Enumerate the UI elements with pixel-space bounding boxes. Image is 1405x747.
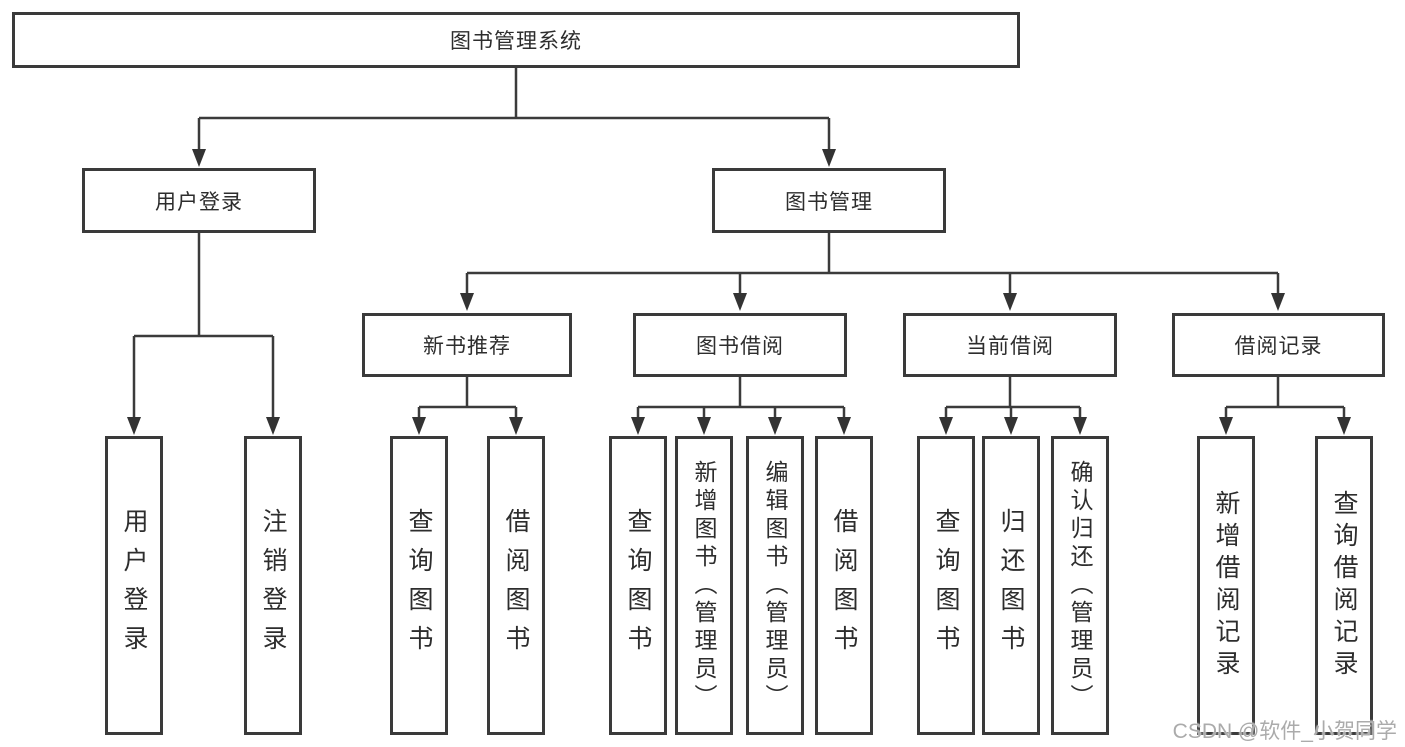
- node-label: 图书管理系统: [450, 30, 582, 53]
- node-label: 归还图书: [997, 507, 1025, 664]
- node-label: 借阅图书: [502, 507, 530, 664]
- node-label: 查询图书: [405, 507, 433, 664]
- node-label: 图书管理: [785, 190, 873, 214]
- node-label: 当前借阅: [966, 335, 1054, 358]
- leaf-logout: 注销登录: [244, 436, 302, 735]
- leaf-borrow-book-recommend: 借阅图书: [487, 436, 545, 735]
- node-label: 用户登录: [155, 190, 243, 214]
- arrowheads: [127, 149, 1351, 435]
- leaf-add-borrow-record: 新增借阅记录: [1197, 436, 1255, 735]
- leaf-query-book-recommend: 查询图书: [390, 436, 448, 735]
- node-label: 图书借阅: [696, 335, 784, 358]
- node-label: 新增借阅记录: [1212, 489, 1240, 682]
- leaf-edit-book-admin: 编辑图书（管理员）: [746, 436, 804, 735]
- leaf-return-book: 归还图书: [982, 436, 1040, 735]
- node-label: 编辑图书（管理员）: [762, 459, 788, 712]
- leaf-borrow-book-borrow: 借阅图书: [815, 436, 873, 735]
- node-book-management: 图书管理: [712, 168, 946, 233]
- node-label: 借阅图书: [830, 507, 858, 664]
- leaf-query-book-current: 查询图书: [917, 436, 975, 735]
- node-label: 新增图书（管理员）: [691, 459, 717, 712]
- node-library-system: 图书管理系统: [12, 12, 1020, 68]
- leaf-user-login: 用户登录: [105, 436, 163, 735]
- node-borrow-record: 借阅记录: [1172, 313, 1385, 377]
- node-label: 查询图书: [932, 507, 960, 664]
- node-label: 查询图书: [624, 507, 652, 664]
- node-label: 注销登录: [259, 507, 287, 664]
- node-new-book-recommend: 新书推荐: [362, 313, 572, 377]
- node-label: 查询借阅记录: [1330, 489, 1358, 682]
- csdn-watermark: CSDN @软件_小贺同学: [1172, 720, 1397, 743]
- leaf-query-borrow-record: 查询借阅记录: [1315, 436, 1373, 735]
- node-label: 用户登录: [120, 507, 148, 664]
- node-label: 新书推荐: [423, 335, 511, 358]
- leaf-add-book-admin: 新增图书（管理员）: [675, 436, 733, 735]
- node-current-borrow: 当前借阅: [903, 313, 1117, 377]
- leaf-confirm-return-admin: 确认归还（管理员）: [1051, 436, 1109, 735]
- node-book-borrow: 图书借阅: [633, 313, 847, 377]
- node-label: 借阅记录: [1234, 335, 1323, 358]
- leaf-query-book-borrow: 查询图书: [609, 436, 667, 735]
- node-user-login: 用户登录: [82, 168, 316, 233]
- node-label: 确认归还（管理员）: [1067, 459, 1093, 712]
